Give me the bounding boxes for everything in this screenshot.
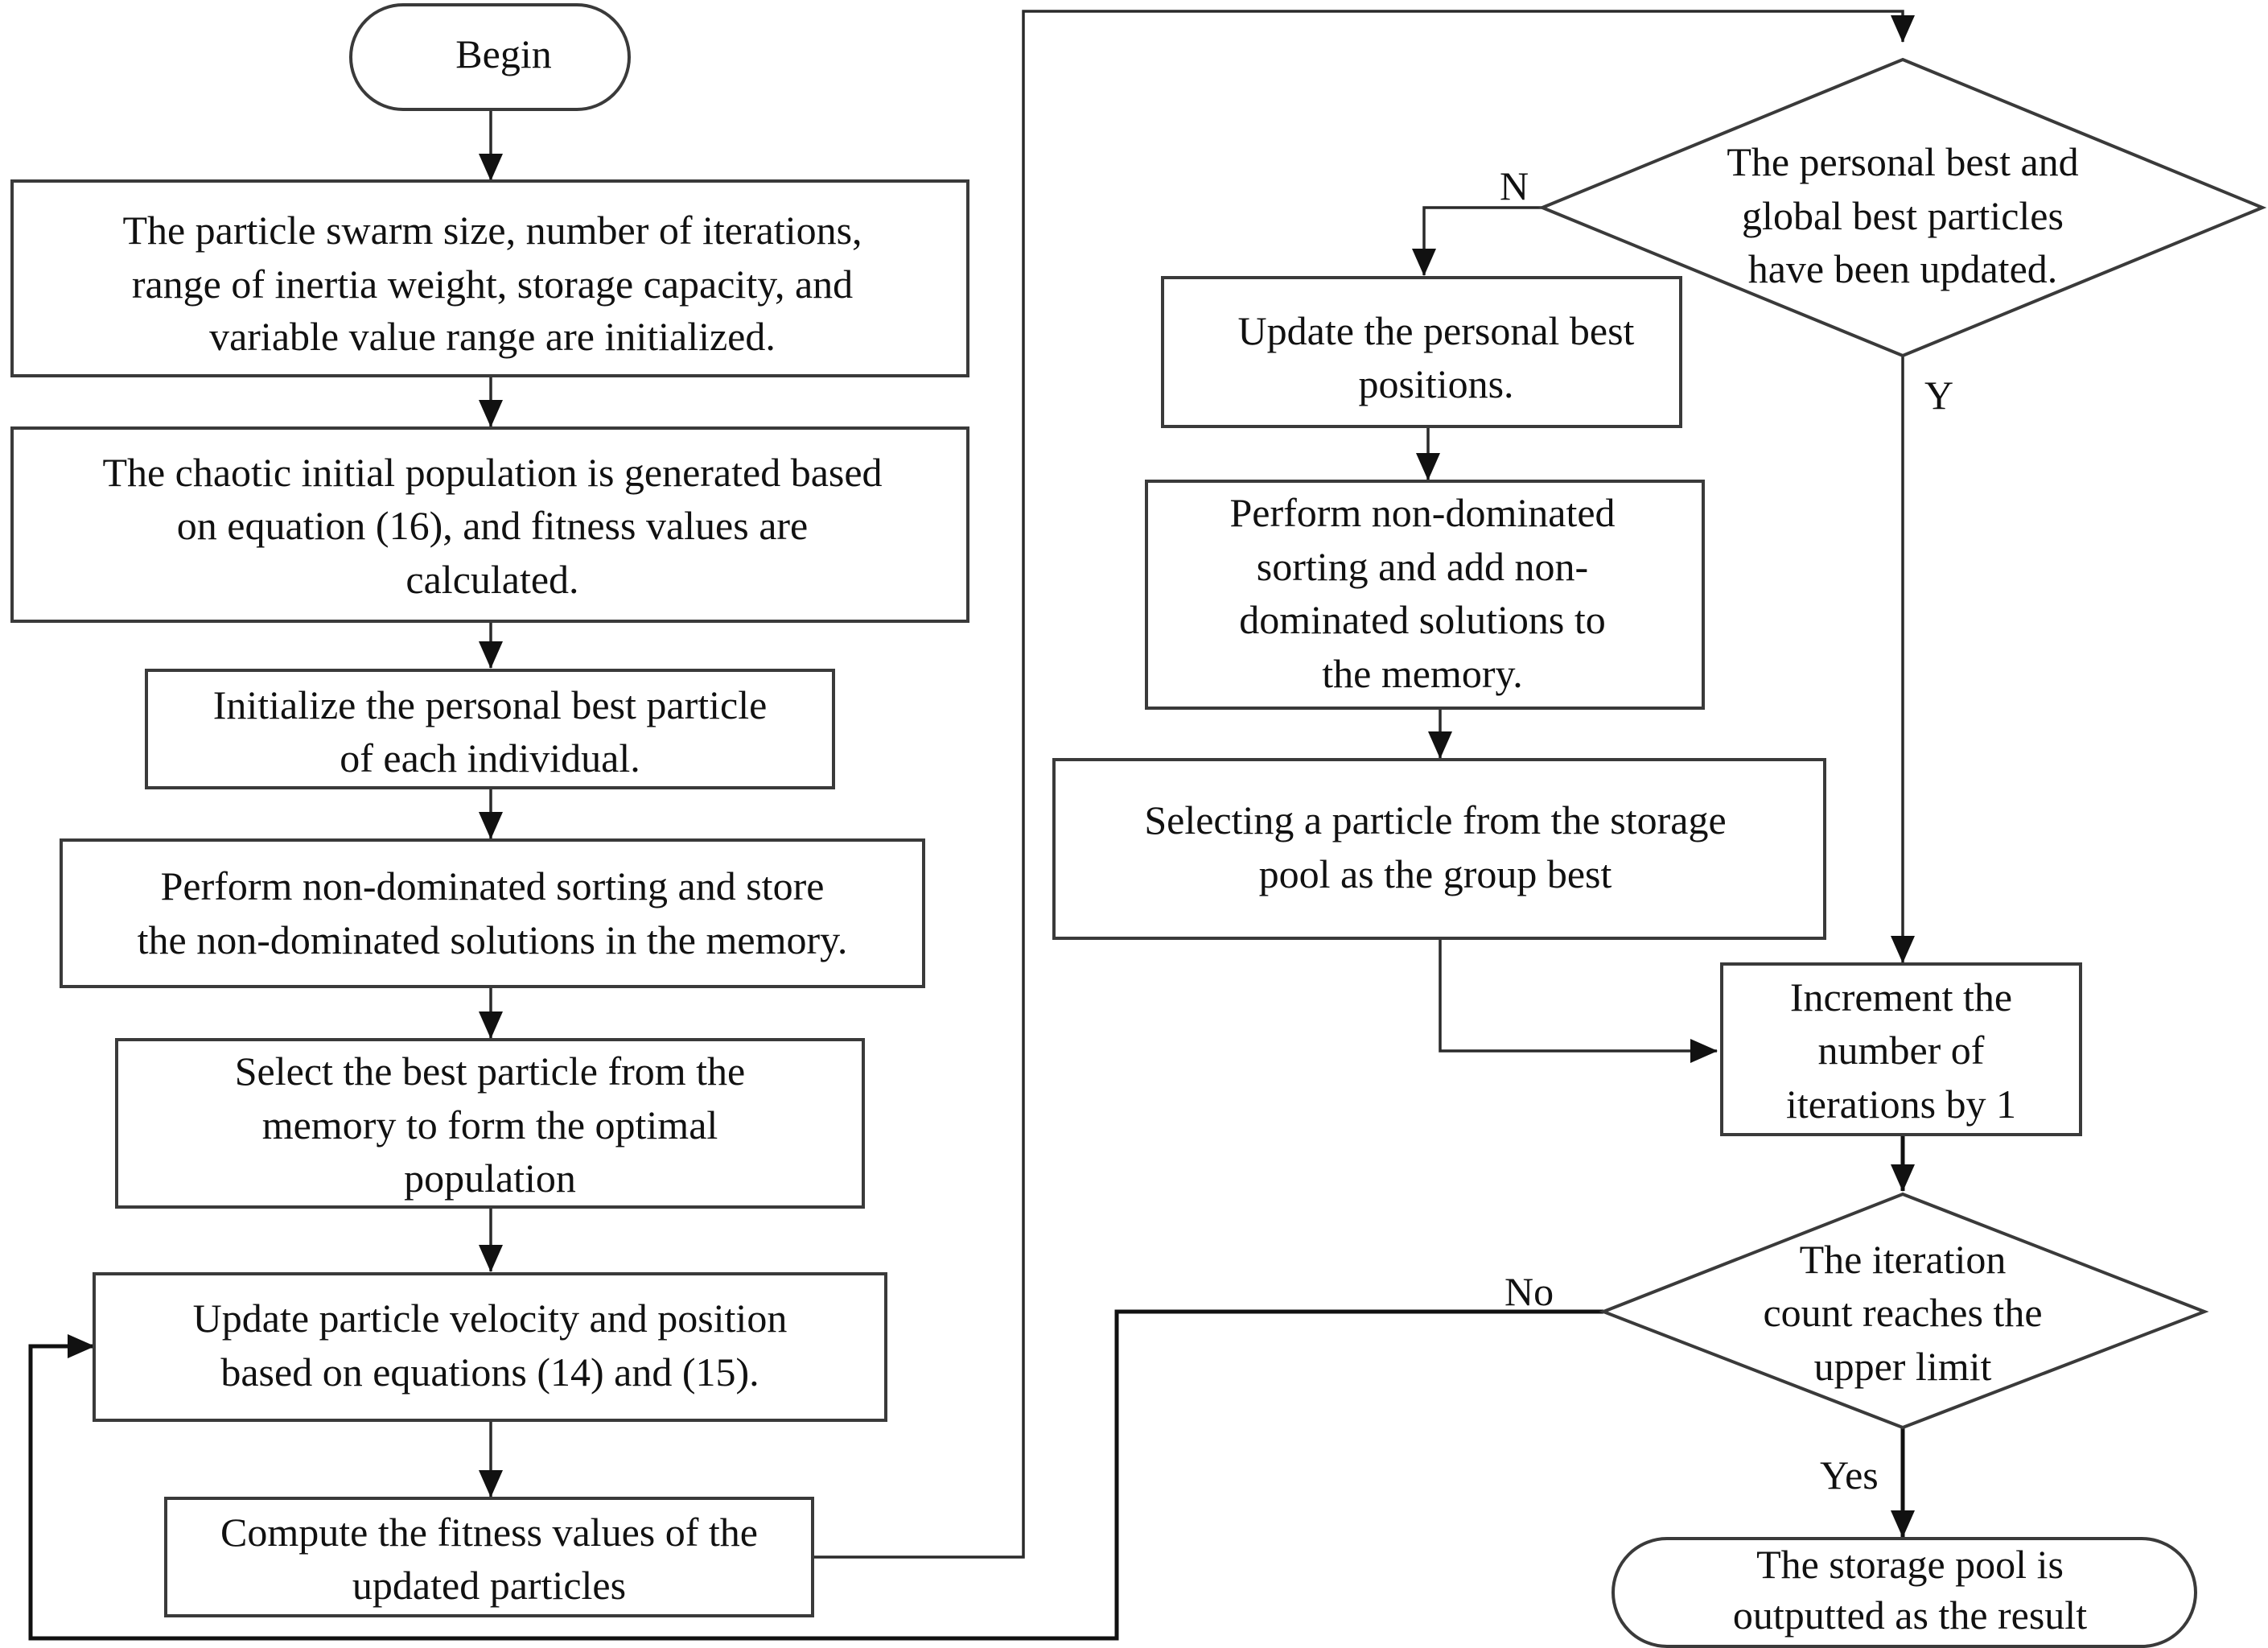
compute-fitness-line-1: Compute the fitness values of the (220, 1510, 758, 1555)
label-y: Y (1924, 373, 1953, 418)
begin-label: Begin (455, 31, 551, 76)
select-best-box: Select the best particle from the memory… (115, 1038, 865, 1209)
output-line-1: The storage pool is (1756, 1542, 2064, 1587)
chaotic-population-line-2: on equation (16), and fitness values are (177, 503, 808, 548)
output-line-2: outputted as the result (1733, 1592, 2087, 1638)
init-params-line-3: variable value range are initialized. (209, 314, 776, 359)
nondominated-store-box: Perform non-dominated sorting and store … (60, 838, 925, 988)
nondominated-add-line-2: sorting and add non- (1257, 544, 1588, 589)
compute-fitness-line-2: updated particles (352, 1563, 626, 1608)
decision-limit-line-1: The iteration (1800, 1237, 2007, 1282)
select-group-best-line-2: pool as the group best (1259, 851, 1612, 896)
update-personal-best-line-1: Update the personal best (1238, 308, 1635, 353)
init-personal-best-line-1: Initialize the personal best particle (213, 682, 768, 727)
label-n: N (1500, 163, 1529, 208)
chaotic-population-line-3: calculated. (405, 557, 578, 602)
init-params-box: The particle swarm size, number of itera… (10, 179, 969, 377)
init-personal-best-line-2: of each individual. (340, 735, 640, 781)
label-no: No (1504, 1269, 1554, 1314)
update-velocity-line-2: based on equations (14) and (15). (220, 1349, 759, 1395)
init-personal-best-box: Initialize the personal best particle of… (145, 669, 835, 789)
nondominated-store-line-1: Perform non-dominated sorting and store (161, 863, 825, 908)
select-group-best-box: Selecting a particle from the storage po… (1052, 758, 1826, 940)
loop-to-decision-connector (813, 10, 1915, 1559)
output-terminal: The storage pool is outputted as the res… (1611, 1537, 2197, 1648)
nondominated-add-line-1: Perform non-dominated (1229, 490, 1615, 535)
chaotic-population-line-1: The chaotic initial population is genera… (102, 450, 882, 495)
decision-limit-diamond: The iteration count reaches the upper li… (1599, 1192, 2209, 1430)
init-params-line-2: range of inertia weight, storage capacit… (132, 262, 853, 307)
increment-line-3: iterations by 1 (1786, 1082, 2016, 1127)
begin-terminal: Begin (349, 3, 631, 111)
decision-updated-diamond: The personal best and global best partic… (1537, 57, 2267, 358)
chaotic-population-box: The chaotic initial population is genera… (10, 426, 969, 623)
nondominated-add-line-4: the memory. (1322, 651, 1522, 696)
increment-box: Increment the number of iterations by 1 (1720, 962, 2082, 1136)
increment-line-1: Increment the (1790, 974, 2012, 1020)
update-personal-best-line-2: positions. (1358, 361, 1513, 406)
update-personal-best-box: Update the personal best positions. (1161, 276, 1682, 428)
update-velocity-box: Update particle velocity and position ba… (93, 1272, 887, 1422)
select-group-best-line-1: Selecting a particle from the storage (1144, 797, 1726, 843)
select-best-line-2: memory to form the optimal (262, 1102, 718, 1147)
decision-updated-line-1: The personal best and (1727, 139, 2078, 184)
select-best-line-1: Select the best particle from the (235, 1049, 745, 1094)
update-velocity-line-1: Update particle velocity and position (193, 1296, 788, 1341)
label-yes: Yes (1820, 1452, 1879, 1498)
compute-fitness-box: Compute the fitness values of the update… (164, 1497, 814, 1617)
no-branch-connector (28, 1309, 1603, 1641)
decision-limit-line-2: count reaches the (1763, 1290, 2042, 1335)
decision-limit-line-3: upper limit (1814, 1344, 1992, 1389)
increment-line-2: number of (1818, 1028, 1985, 1073)
decision-updated-line-3: have been updated. (1748, 246, 2058, 291)
init-params-line-1: The particle swarm size, number of itera… (122, 208, 862, 253)
nondominated-store-line-2: the non-dominated solutions in the memor… (138, 917, 848, 962)
nondominated-add-line-3: dominated solutions to (1239, 597, 1606, 642)
select-best-line-3: population (404, 1156, 576, 1201)
decision-updated-line-2: global best particles (1742, 193, 2064, 238)
n-branch-connector (1412, 206, 1542, 276)
nondominated-add-box: Perform non-dominated sorting and add no… (1145, 480, 1705, 710)
